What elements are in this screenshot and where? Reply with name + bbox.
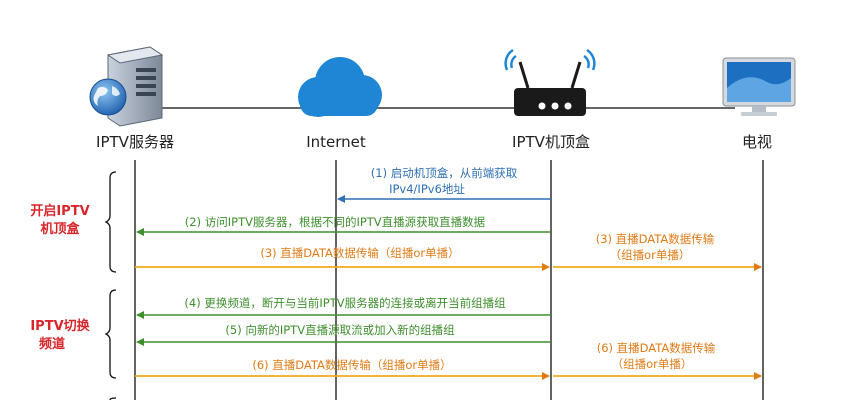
entity-label-server: IPTV服务器 bbox=[96, 133, 174, 151]
monitor-icon bbox=[722, 57, 796, 116]
entity-label-set-top-box: IPTV机顶盒 bbox=[512, 133, 590, 151]
phase-bracket-start bbox=[104, 171, 117, 273]
phase-label-start-line1: 开启IPTV bbox=[30, 203, 89, 219]
phase-label-switch-line1: IPTV切换 bbox=[30, 318, 90, 334]
msg-3-tv-line1: (3) 直播DATA数据传输 bbox=[596, 232, 715, 246]
phase-label-start-line2: 机顶盒 bbox=[40, 221, 80, 237]
msg-6-tv-line2: （组播or单播） bbox=[612, 357, 693, 371]
msg-4-label: (4) 更换频道，断开与当前IPTV服务器的连接或离开当前组播组 bbox=[184, 296, 506, 310]
server-icon bbox=[89, 46, 164, 127]
msg-6-label: (6) 直播DATA数据传输（组播or单播） bbox=[252, 358, 451, 372]
msg-1-line2: IPv4/IPv6地址 bbox=[389, 182, 465, 196]
cloud-icon bbox=[298, 57, 382, 117]
msg-3-tv-line2: （组播or单播） bbox=[610, 248, 691, 262]
entity-label-tv: 电视 bbox=[742, 133, 772, 151]
phase-bracket-switch bbox=[104, 289, 117, 379]
router-icon bbox=[504, 48, 596, 116]
msg-6-tv-line1: (6) 直播DATA数据传输 bbox=[597, 341, 716, 355]
msg-1-line1: (1) 启动机顶盒，从前端获取 bbox=[371, 166, 518, 180]
msg-2-label: (2) 访问IPTV服务器，根据不同的IPTV直播源获取直播数据 bbox=[185, 215, 486, 229]
msg-5-label: (5) 向新的IPTV直播源取流或加入新的组播组 bbox=[225, 323, 455, 337]
msg-3-label: (3) 直播DATA数据传输（组播or单播） bbox=[260, 246, 459, 260]
entity-label-internet: Internet bbox=[306, 133, 366, 151]
phase-label-switch-line2: 频道 bbox=[39, 336, 65, 352]
